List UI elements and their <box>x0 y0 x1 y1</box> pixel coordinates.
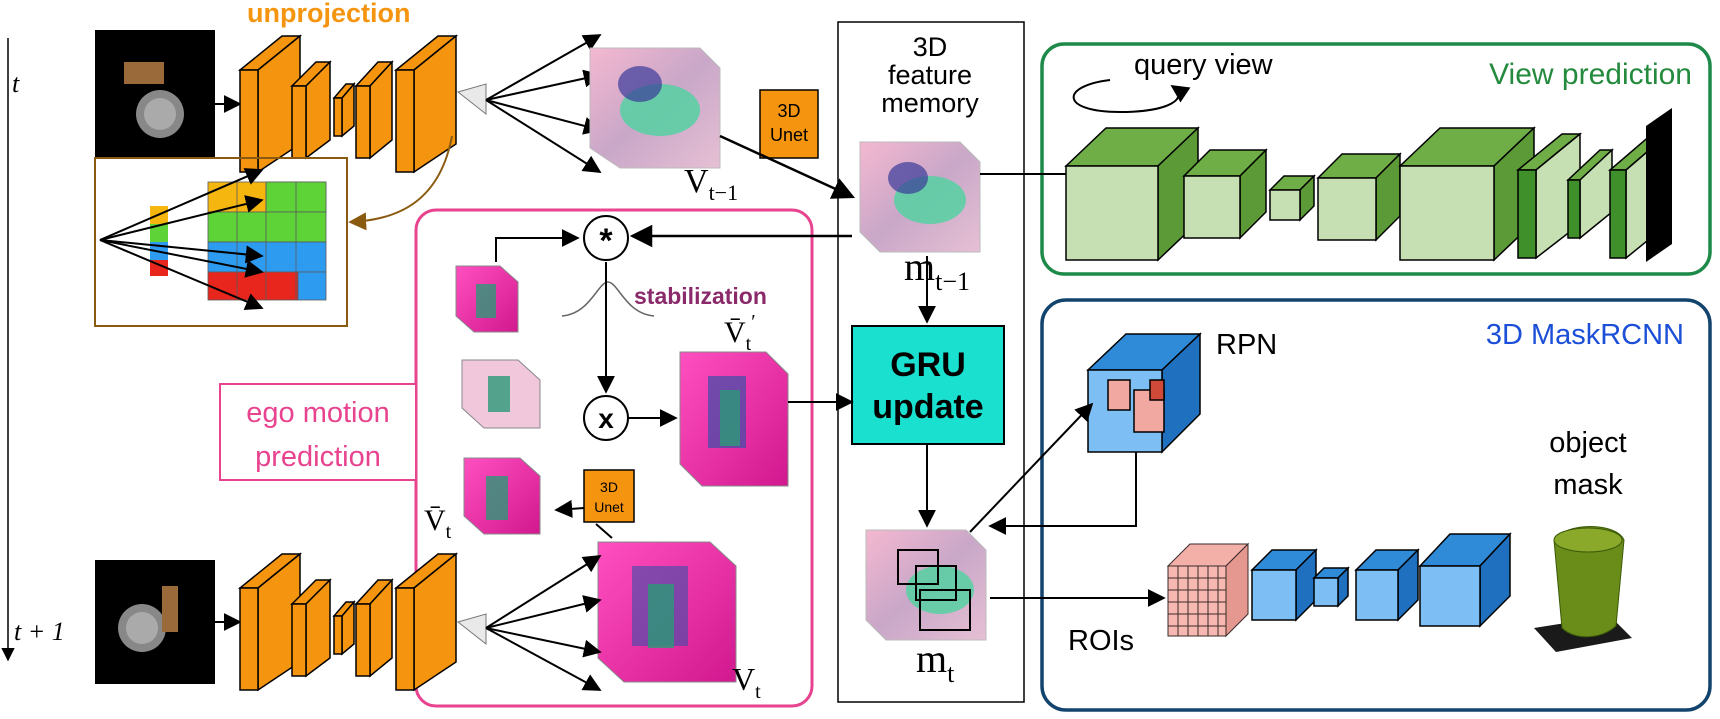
feature-volume-v-t-minus-1 <box>589 47 721 169</box>
label-m-t: mt <box>916 636 955 688</box>
svg-text:ego motion: ego motion <box>246 397 390 429</box>
time-label-t-plus-1: t + 1 <box>14 617 65 646</box>
roi-grid <box>1166 542 1250 638</box>
memory-title-line-3: memory <box>881 88 979 118</box>
memory-panel <box>837 21 1025 703</box>
svg-text:update: update <box>872 388 983 426</box>
unet-block-small: 3D Unet <box>583 469 635 523</box>
svg-text:3D: 3D <box>600 479 618 495</box>
svg-text:prediction: prediction <box>255 441 381 473</box>
encoder-network-bottom <box>237 552 459 692</box>
ego-motion-label-box: ego motion prediction <box>219 383 417 481</box>
time-axis: t t + 1 <box>1 38 65 662</box>
camera-cone-icon-bottom <box>456 613 487 646</box>
memory-cube-m-t-minus-1 <box>859 141 981 253</box>
svg-text:Unet: Unet <box>594 499 624 515</box>
unprojection-label: unprojection <box>247 0 411 28</box>
feature-volume-v-bar-prime <box>679 351 789 487</box>
unprojection-illustration <box>94 157 348 327</box>
memory-title-line-2: feature <box>888 60 972 90</box>
input-image-top <box>95 30 215 158</box>
label-v-t: Vt <box>732 661 761 703</box>
svg-text:3D: 3D <box>777 101 800 121</box>
rotate-icon <box>1072 79 1191 114</box>
rotated-feature-cubes <box>455 265 541 535</box>
gru-update-block: GRU update <box>851 325 1005 445</box>
svg-text:GRU: GRU <box>890 346 966 384</box>
mask-head-network <box>1250 532 1512 628</box>
mask-rcnn-panel <box>1040 298 1712 712</box>
svg-text:*: * <box>599 222 613 260</box>
time-label-t: t <box>12 69 20 98</box>
svg-text:Unet: Unet <box>770 125 808 145</box>
label-m-t-minus-1: mt−1 <box>904 244 970 296</box>
encoder-network-top <box>237 34 459 174</box>
convolution-operator-icon: * <box>583 215 629 261</box>
svg-text:x: x <box>598 403 614 434</box>
mask-rcnn-title: 3D MaskRCNN <box>1486 319 1684 351</box>
camera-cone-icon-top <box>456 83 487 116</box>
decoder-network <box>1064 126 1671 262</box>
multiply-operator-icon: x <box>583 395 629 441</box>
rpn-label: RPN <box>1216 329 1277 361</box>
label-v-bar-prime: V̄t′ <box>724 311 756 355</box>
label-v-t-minus-1: Vt−1 <box>684 163 738 205</box>
object-mask-label-line-1: object <box>1549 427 1626 459</box>
memory-title-line-1: 3D <box>913 32 948 62</box>
memory-cube-m-t <box>865 529 987 641</box>
label-v-bar: V̄t <box>424 504 452 543</box>
view-prediction-title: View prediction <box>1489 58 1692 91</box>
rpn-cube <box>1086 332 1202 454</box>
object-mask-voxels <box>1534 526 1632 652</box>
rois-label: ROIs <box>1068 625 1134 657</box>
query-view-label: query view <box>1134 49 1274 81</box>
feature-volume-v-t <box>597 541 737 683</box>
gaussian-curve-icon <box>561 281 655 317</box>
predicted-view-image <box>1646 108 1672 262</box>
view-prediction-panel <box>1040 42 1712 276</box>
rays-bottom <box>485 555 602 691</box>
rays-top <box>485 34 602 173</box>
unet-block-top: 3D Unet <box>759 89 819 159</box>
object-mask-label-line-2: mask <box>1553 469 1623 501</box>
input-image-bottom <box>95 560 215 684</box>
stabilization-label: stabilization <box>634 283 767 309</box>
